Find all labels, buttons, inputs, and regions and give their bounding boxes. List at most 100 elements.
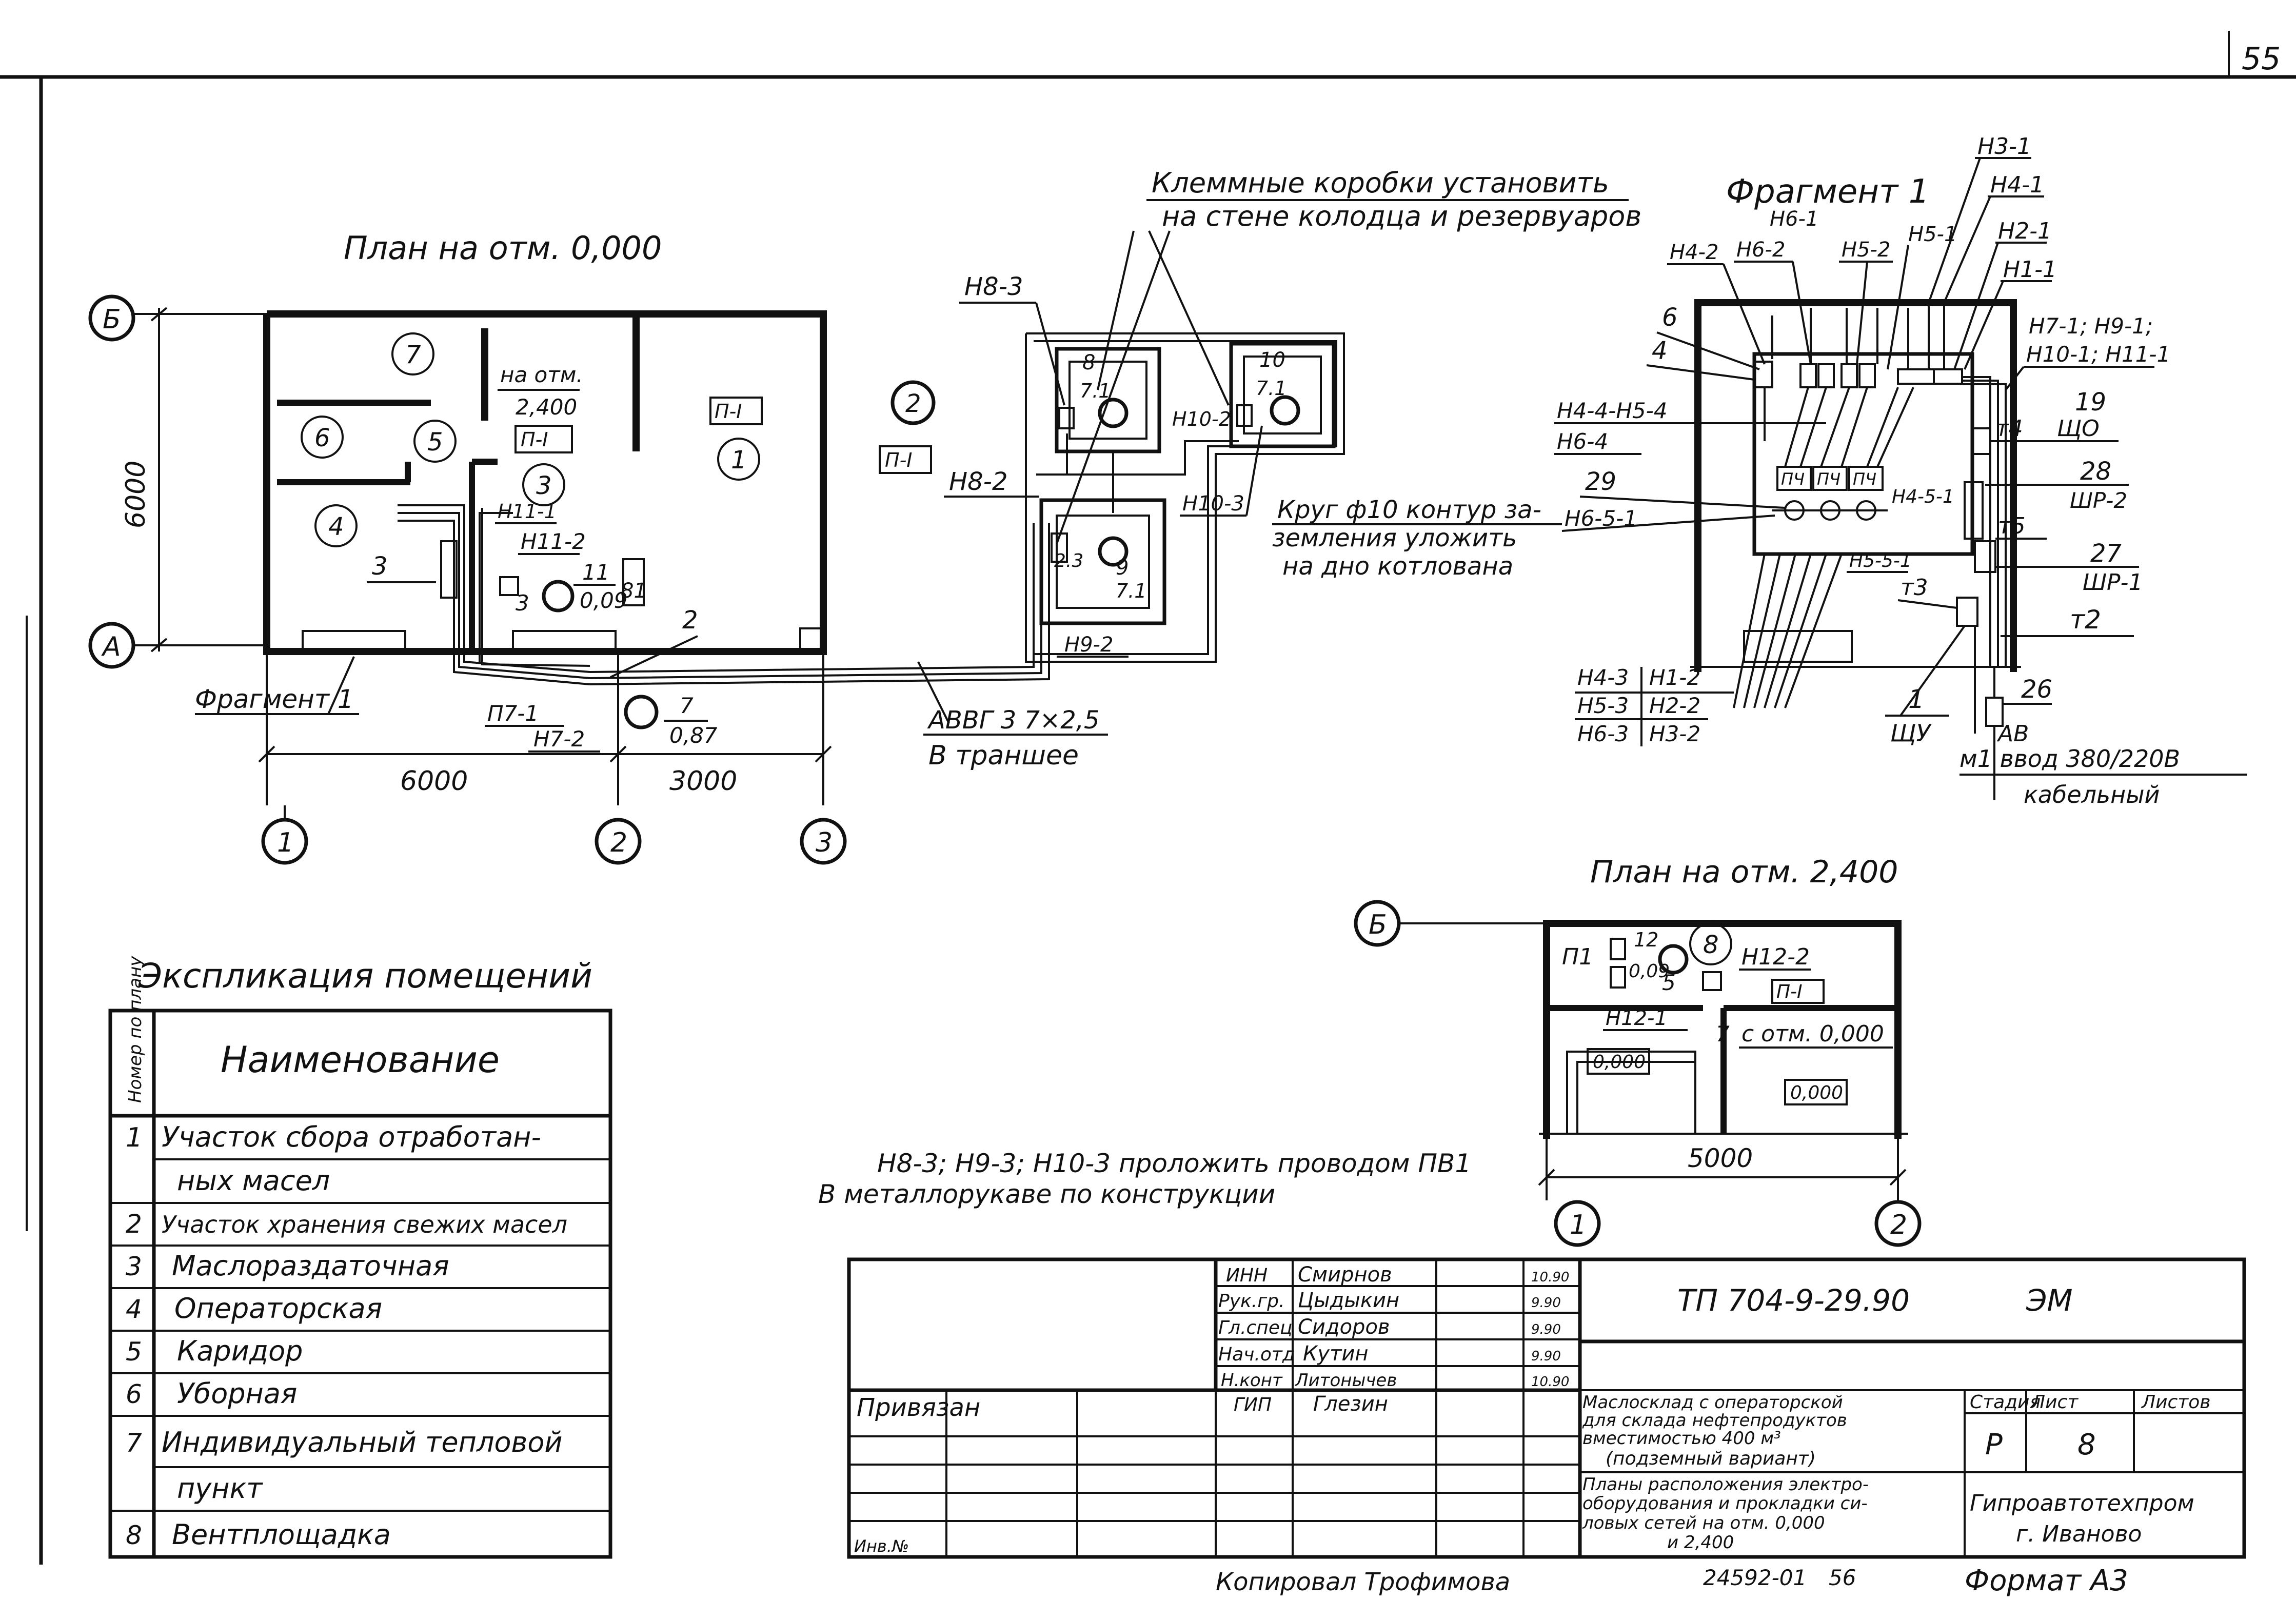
- room-6: 6: [314, 424, 330, 452]
- label-fragment-1: Фрагмент 1: [195, 684, 354, 714]
- sheet-name-2: оборудования и прокладки си-: [1582, 1493, 1868, 1514]
- row-6-name: Уборная: [177, 1377, 297, 1410]
- f-t5: т5: [1998, 513, 2026, 539]
- project-name-1: Маслосклад с операторской: [1582, 1392, 1843, 1413]
- list-value: 8: [2077, 1428, 2096, 1461]
- archive-number: 24592-01: [1703, 1565, 1807, 1590]
- f-h6-2: Н6-2: [1736, 238, 1785, 262]
- tank-9-box: 7.1: [1116, 580, 1146, 602]
- f-h6-1: Н6-1: [1770, 207, 1818, 231]
- room-3: 3: [536, 471, 552, 500]
- doc-code: ТП 704-9-29.90: [1677, 1283, 1910, 1318]
- sig-role-3: Гл.спец: [1218, 1317, 1293, 1338]
- lists-header: Листов: [2141, 1392, 2210, 1413]
- tank-10: 10: [1259, 348, 1285, 372]
- sig-role-1: ИНН: [1226, 1265, 1268, 1286]
- f-vvod: м1 ввод 380/220В: [1959, 745, 2180, 773]
- room-4: 4: [328, 512, 344, 541]
- sheet-name-3: ловых сетей на отм. 0,000: [1582, 1513, 1825, 1533]
- label-3-right: 3: [516, 590, 529, 616]
- label-3-left: 3: [372, 552, 388, 581]
- site-p1: П-I: [885, 449, 913, 471]
- f-kab: кабельный: [2024, 781, 2160, 808]
- row-2-name: Участок хранения свежих масел: [162, 1211, 567, 1238]
- org-name: Гипроавтотехпром: [1970, 1490, 2194, 1516]
- f-h2-1: Н2-1: [1998, 218, 2052, 244]
- f-shcho: ЩО: [2057, 416, 2100, 442]
- stage-value: Р: [1985, 1428, 2003, 1461]
- upper-p-I: П-I: [1776, 981, 1803, 1002]
- fragment-1-title: Фрагмент 1: [1726, 173, 1929, 211]
- upper-sotm: с отм. 0,000: [1741, 1021, 1884, 1047]
- sig-date-5: 10.90: [1531, 1374, 1569, 1390]
- row-8-name: Вентплощадка: [172, 1518, 391, 1551]
- f-h4-1: Н4-1: [1990, 172, 2044, 198]
- tank-10-box: 7.1: [1256, 377, 1286, 400]
- sheet-name-4: и 2,400: [1667, 1532, 1734, 1553]
- sheet-number: 55: [2242, 41, 2281, 77]
- row-1-num: 1: [126, 1122, 143, 1153]
- axis-3-label: 3: [816, 827, 833, 858]
- copied-by: Копировал Трофимова: [1216, 1568, 1510, 1596]
- label-0-87: 0,87: [669, 723, 718, 748]
- upper-7: 7: [1716, 1021, 1730, 1046]
- f-26: 26: [2021, 675, 2052, 704]
- f-shchu: ЩУ: [1890, 719, 1932, 747]
- row-8-num: 8: [126, 1520, 142, 1550]
- plan-upper: План на отм. 2,400 Б П1 12 0,09 8 5 Н12-…: [1354, 854, 1922, 1247]
- f-27: 27: [2090, 539, 2122, 568]
- f-h1-2: Н1-2: [1649, 665, 1700, 690]
- label-h11-2: Н11-2: [521, 529, 586, 554]
- row-5-name: Каридор: [177, 1335, 303, 1367]
- project-name-3: вместимостью 400 м³: [1582, 1428, 1781, 1449]
- label-h7-2: Н7-2: [533, 726, 585, 752]
- label-2400: 2,400: [516, 394, 577, 420]
- row-4-name: Операторская: [174, 1292, 382, 1325]
- label-2: 2: [682, 606, 698, 635]
- dim-6000: 6000: [400, 766, 468, 797]
- label-p1-room1: П-I: [715, 400, 742, 423]
- sig-name-6: Глезин: [1313, 1392, 1388, 1416]
- plan-upper-title: План на отм. 2,400: [1590, 854, 1898, 890]
- f-h3-1: Н3-1: [1977, 133, 2031, 160]
- label-h8-2: Н8-2: [949, 467, 1008, 496]
- plan-ground-title: План на отм. 0,000: [344, 229, 662, 267]
- sig-name-1: Смирнов: [1298, 1263, 1392, 1287]
- f-shr1: ШР-1: [2083, 569, 2143, 596]
- privyazan: Привязан: [857, 1393, 980, 1422]
- label-h10-3: Н10-3: [1182, 492, 1244, 516]
- format: Формат А3: [1965, 1564, 2128, 1597]
- f-4: 4: [1652, 337, 1668, 365]
- sig-role-4: Нач.отд: [1218, 1344, 1295, 1365]
- row-1b-name: ных масел: [177, 1164, 330, 1197]
- upper-5: 5: [1662, 970, 1676, 995]
- pch-1: ПЧ: [1781, 469, 1805, 489]
- upper-0-09: 0,09: [1629, 961, 1670, 982]
- room-5: 5: [427, 428, 443, 457]
- tank-9: 9: [1116, 556, 1129, 580]
- explication-table: Экспликация помещений Номер по плану Наи…: [108, 956, 612, 1559]
- sheet-frame: 55: [0, 31, 2296, 1565]
- f-shr2: ШР-2: [2070, 488, 2127, 513]
- project-name-4: (подземный вариант): [1606, 1448, 1816, 1469]
- f-h5-5-1: Н5-5-1: [1849, 550, 1912, 571]
- f-28: 28: [2080, 457, 2111, 486]
- f-t4: т4: [1995, 416, 2023, 442]
- f-h4-2: Н4-2: [1670, 241, 1718, 264]
- f-h5-3: Н5-3: [1577, 693, 1629, 718]
- f-h4-4: Н4-4-Н5-4: [1557, 398, 1668, 423]
- upper-dim-5000: 5000: [1688, 1143, 1753, 1173]
- label-11: 11: [582, 560, 609, 585]
- site-plan: 2 П-I АВВГ 3 7×2,5 В траншее 8 7.1 10 7.…: [589, 167, 1641, 1209]
- f-h4-3: Н4-3: [1577, 665, 1629, 690]
- pch-3: ПЧ: [1853, 469, 1876, 489]
- cable-type: АВВГ 3 7×2,5: [927, 706, 1100, 735]
- pch-2: ПЧ: [1817, 469, 1840, 489]
- upper-p1: П1: [1562, 944, 1593, 970]
- row-4-num: 4: [126, 1294, 142, 1324]
- axis-b-label: Б: [103, 304, 121, 335]
- axis-a-label: А: [101, 631, 121, 662]
- f-t3: т3: [1901, 575, 1928, 601]
- col-name-header: Наименование: [221, 1039, 500, 1081]
